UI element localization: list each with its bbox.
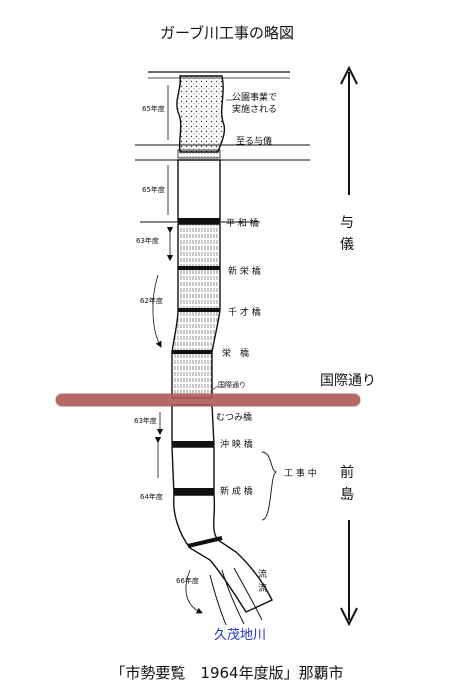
label-sakae-bridge: 栄 橋 bbox=[222, 349, 250, 359]
park-segment bbox=[176, 75, 226, 153]
label-shinsakae-bridge: 新 栄 橋 bbox=[228, 267, 261, 277]
river-name-label: 久茂地川 bbox=[214, 628, 267, 643]
district-north: 与 儀 bbox=[340, 215, 354, 253]
label-to-yogi: 至る与儀 bbox=[236, 137, 273, 147]
year-62: 62年度 bbox=[140, 297, 163, 305]
label-construction: 工 事 中 bbox=[284, 469, 317, 479]
band-lower bbox=[187, 536, 223, 548]
label-okiei-bridge: 沖 映 橋 bbox=[220, 440, 253, 450]
source-caption: 「市勢要覧 1964年度版」那覇市 bbox=[110, 664, 344, 682]
arrow-south-head bbox=[340, 607, 358, 627]
diagram-title: ガーブ川工事の略図 bbox=[159, 24, 295, 42]
bridge-band bbox=[177, 149, 221, 159]
arrow-66 bbox=[185, 569, 203, 614]
year-65-mid: 65年度 bbox=[142, 186, 165, 194]
shinsei-bridge-band bbox=[174, 488, 214, 495]
label-bottom-flow: 流 流 bbox=[258, 570, 268, 594]
leader-kokusai bbox=[211, 385, 219, 391]
plain-segment bbox=[177, 159, 221, 223]
hatched-channel-upper bbox=[171, 223, 221, 353]
hatched-channel-mid bbox=[171, 351, 213, 399]
district-south: 前 島 bbox=[340, 465, 354, 503]
lower-channel-2 bbox=[171, 446, 215, 496]
label-mutsumi-bridge: むつみ橋 bbox=[216, 413, 253, 423]
label-park-project: 公園事業で 実施される bbox=[232, 93, 278, 115]
year-66: 66年度 bbox=[176, 577, 199, 585]
label-chitose-bridge: 千 才 橋 bbox=[228, 308, 261, 318]
construction-bracket bbox=[261, 451, 278, 521]
lower-channel-1 bbox=[171, 404, 215, 446]
label-shinsei-bridge: 新 成 橋 bbox=[220, 487, 253, 497]
year-63b: 63年度 bbox=[134, 417, 157, 425]
year-64: 64年度 bbox=[140, 493, 163, 501]
curving-channel bbox=[173, 494, 273, 613]
year-63a: 63年度 bbox=[136, 237, 159, 245]
heiwa-bridge bbox=[178, 218, 220, 224]
arrow-north-head bbox=[340, 65, 358, 85]
label-heiwa-bridge: 平 和 橋 bbox=[226, 219, 259, 229]
road-highlight-label: 国際通り bbox=[320, 373, 376, 389]
year-65-top: 65年度 bbox=[142, 105, 165, 113]
label-kokusai-small: 国際通り bbox=[218, 381, 246, 389]
mouth-lines bbox=[209, 567, 263, 626]
arrow-62 bbox=[152, 274, 162, 348]
okiei-bridge-band bbox=[172, 441, 214, 447]
